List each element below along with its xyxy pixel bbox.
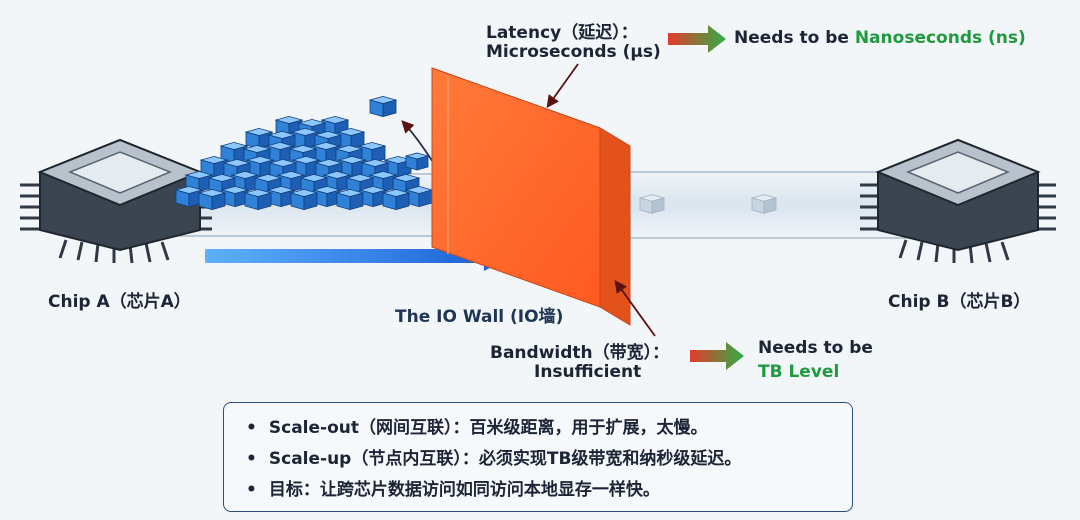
data-cube-icon: [289, 189, 319, 211]
chip-a-icon: [20, 138, 212, 264]
latency-value: Microseconds (μs): [486, 42, 661, 62]
data-cube-icon: [220, 186, 250, 208]
bandwidth-target-prefix: Needs to be: [758, 338, 873, 358]
note-goal: 目标：让跨芯片数据访问如同访问本地显存一样快。: [246, 475, 852, 506]
bandwidth-target-arrow-icon: [690, 342, 744, 370]
data-cube-icon: [358, 186, 388, 208]
data-cube-icon: [638, 194, 666, 214]
data-cube-icon: [243, 189, 273, 211]
data-cube-icon: [381, 189, 411, 211]
data-cube-icon: [404, 186, 434, 208]
latency-label: Latency（延迟）：: [486, 23, 638, 43]
chip-a-label: Chip A（芯片A）: [48, 292, 191, 312]
bandwidth-label: Bandwidth（带宽）：: [490, 343, 670, 363]
data-cube-icon: [335, 189, 365, 211]
data-cube-icon: [750, 194, 778, 214]
data-cube-icon: [266, 186, 296, 208]
latency-target: Needs to be Nanoseconds (ns): [734, 28, 1026, 48]
latency-target-arrow-icon: [668, 25, 726, 53]
data-cube-icon: [197, 189, 227, 211]
chip-b-label: Chip B（芯片B）: [888, 292, 1031, 312]
data-cube-icon: [404, 152, 430, 171]
data-cube-cluster: [174, 96, 778, 224]
bandwidth-pointer-icon: [614, 279, 656, 337]
bandwidth-value: Insufficient: [534, 362, 642, 382]
note-scale-out: Scale-out（网间互联）：百米级距离，用于扩展，太慢。: [246, 413, 852, 444]
data-cube-icon: [368, 96, 398, 118]
data-cube-icon: [312, 186, 342, 208]
latency-pointer-icon: [546, 63, 579, 109]
io-wall: [431, 67, 631, 326]
data-cube-icon: [174, 186, 204, 208]
note-scale-up: Scale-up（节点内互联）：必须实现TB级带宽和纳秒级延迟。: [246, 444, 852, 475]
io-wall-label: The IO Wall (IO墙): [395, 307, 564, 327]
bandwidth-target-value: TB Level: [758, 362, 840, 382]
latency-target-value: Nanoseconds (ns): [854, 28, 1026, 48]
chip-b-icon: [860, 138, 1056, 264]
notes-box: Scale-out（网间互联）：百米级距离，用于扩展，太慢。 Scale-up（…: [223, 402, 853, 512]
latency-target-prefix: Needs to be: [734, 28, 855, 48]
